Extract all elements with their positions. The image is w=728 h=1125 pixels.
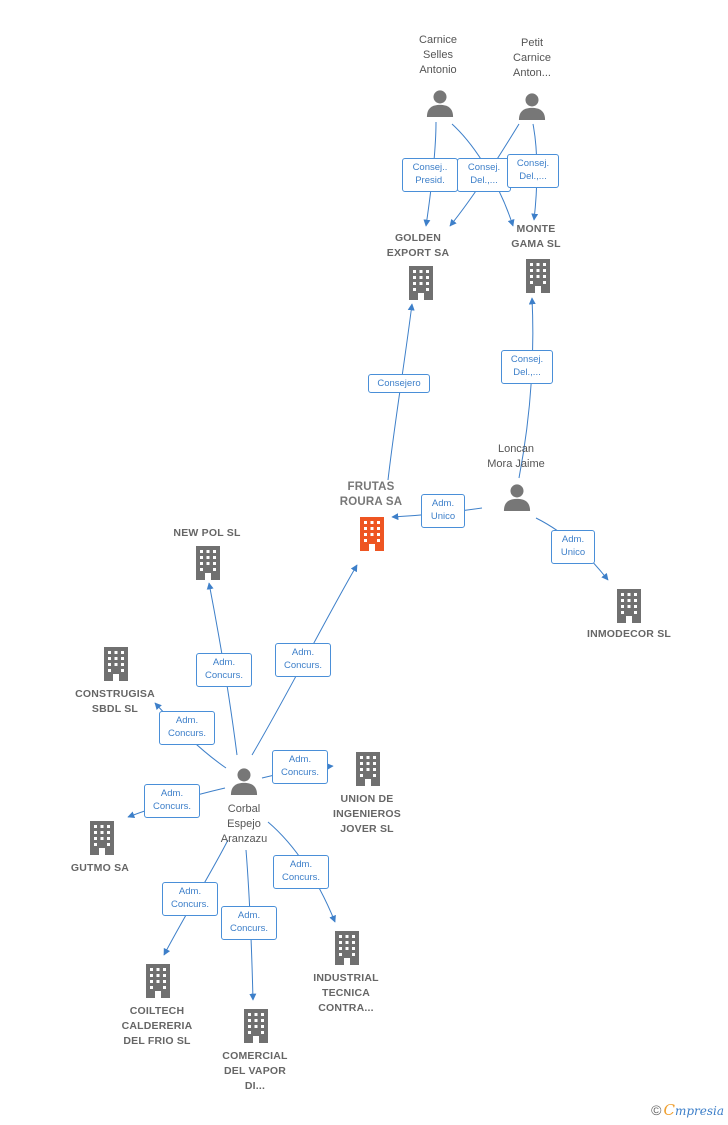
building-icon-comercial-vapor[interactable] bbox=[244, 1009, 268, 1043]
brand-footer: ©Cmpresia bbox=[651, 1101, 724, 1119]
building-icon-golden-export[interactable] bbox=[409, 266, 433, 300]
building-icon-construgisa[interactable] bbox=[104, 647, 128, 681]
edge-label-adm-concurs-industrial[interactable]: Adm.Concurs. bbox=[273, 855, 329, 889]
edge-label-adm-concurs-construgisa[interactable]: Adm.Concurs. bbox=[159, 711, 215, 745]
edge-label-adm-concurs-comercial[interactable]: Adm.Concurs. bbox=[221, 906, 277, 940]
edge-label-consejero[interactable]: Consejero bbox=[368, 374, 430, 393]
edge-label-adm-unico-frutas[interactable]: Adm.Unico bbox=[421, 494, 465, 528]
edge-label-adm-concurs-coiltech[interactable]: Adm.Concurs. bbox=[162, 882, 218, 916]
person-icon-carnice-selles[interactable] bbox=[426, 90, 454, 117]
building-icon-industrial-tecnica[interactable] bbox=[335, 931, 359, 965]
brand-logo-text: mpresia bbox=[674, 1104, 724, 1118]
edge-label-adm-concurs-newpol[interactable]: Adm.Concurs. bbox=[196, 653, 252, 687]
edge-label-adm-concurs-frutas[interactable]: Adm.Concurs. bbox=[275, 643, 331, 677]
edge-label-adm-concurs-gutmo[interactable]: Adm.Concurs. bbox=[144, 784, 200, 818]
person-icon-corbal[interactable] bbox=[230, 768, 258, 795]
edge-label-adm-concurs-union[interactable]: Adm.Concurs. bbox=[272, 750, 328, 784]
edge-label-consej-del-1[interactable]: Consej.Del.,... bbox=[457, 158, 511, 192]
building-icon-inmodecor[interactable] bbox=[617, 589, 641, 623]
building-icon-union-ingenieros[interactable] bbox=[356, 752, 380, 786]
brand-logo-initial: C bbox=[663, 1101, 675, 1119]
copyright-icon: © bbox=[651, 1102, 662, 1118]
building-icon-coiltech[interactable] bbox=[146, 964, 170, 998]
edge-line-loncan-monte bbox=[518, 297, 536, 479]
person-icon-petit-carnice[interactable] bbox=[518, 93, 546, 120]
building-icon-newpol[interactable] bbox=[196, 546, 220, 580]
node-label-inmodecor[interactable]: INMODECOR SL bbox=[586, 628, 672, 640]
person-icon-loncan[interactable] bbox=[503, 484, 531, 511]
building-icon-frutas-roura[interactable] bbox=[360, 517, 384, 551]
edge-label-adm-unico-inmodecor[interactable]: Adm.Unico bbox=[551, 530, 595, 564]
building-icon-gutmo[interactable] bbox=[90, 821, 114, 855]
edge-label-consej-del-3[interactable]: Consej.Del.,... bbox=[501, 350, 553, 384]
edge-label-consej-presid[interactable]: Consej..Presid. bbox=[402, 158, 458, 192]
node-label-newpol[interactable]: NEW POL SL bbox=[173, 527, 241, 539]
node-label-gutmo[interactable]: GUTMO SA bbox=[70, 862, 130, 874]
edge-label-consej-del-2[interactable]: Consej.Del.,... bbox=[507, 154, 559, 188]
building-icon-monte-gama[interactable] bbox=[526, 259, 550, 293]
